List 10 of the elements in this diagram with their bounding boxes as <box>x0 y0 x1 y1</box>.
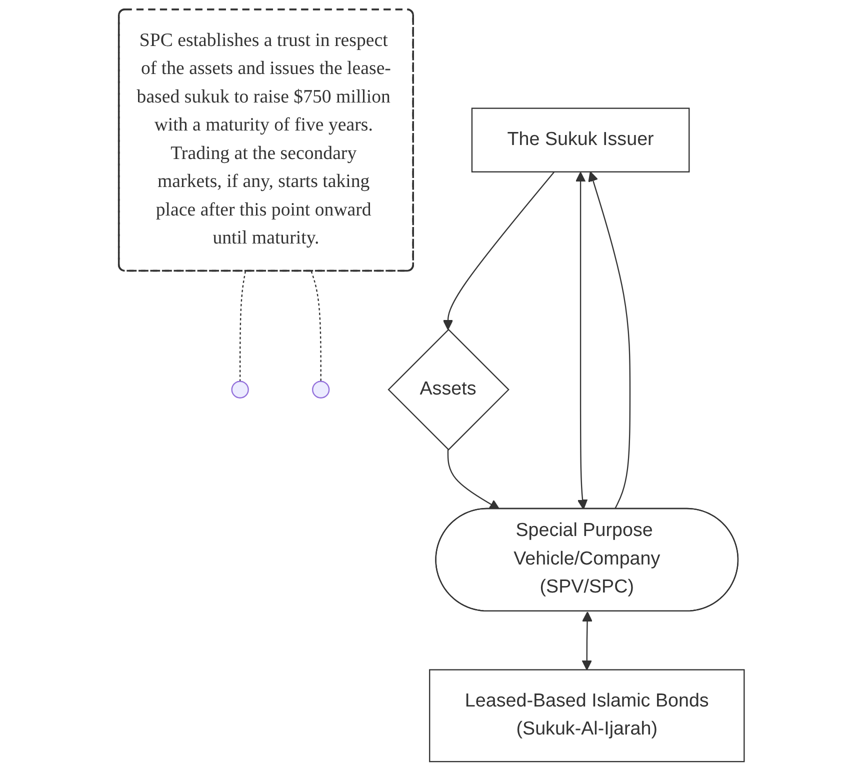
connector <box>310 271 322 382</box>
arrow <box>447 450 500 510</box>
node-diamond: Assets <box>388 328 510 450</box>
arrow <box>575 172 588 510</box>
arrow <box>588 171 631 510</box>
connector <box>240 271 246 382</box>
arrow <box>442 171 555 330</box>
arrow <box>582 612 592 670</box>
node-box: The Sukuk Issuer <box>471 108 690 172</box>
node-box: Leased-Based Islamic Bonds (Sukuk-Al-Ijarah) <box>429 669 745 762</box>
